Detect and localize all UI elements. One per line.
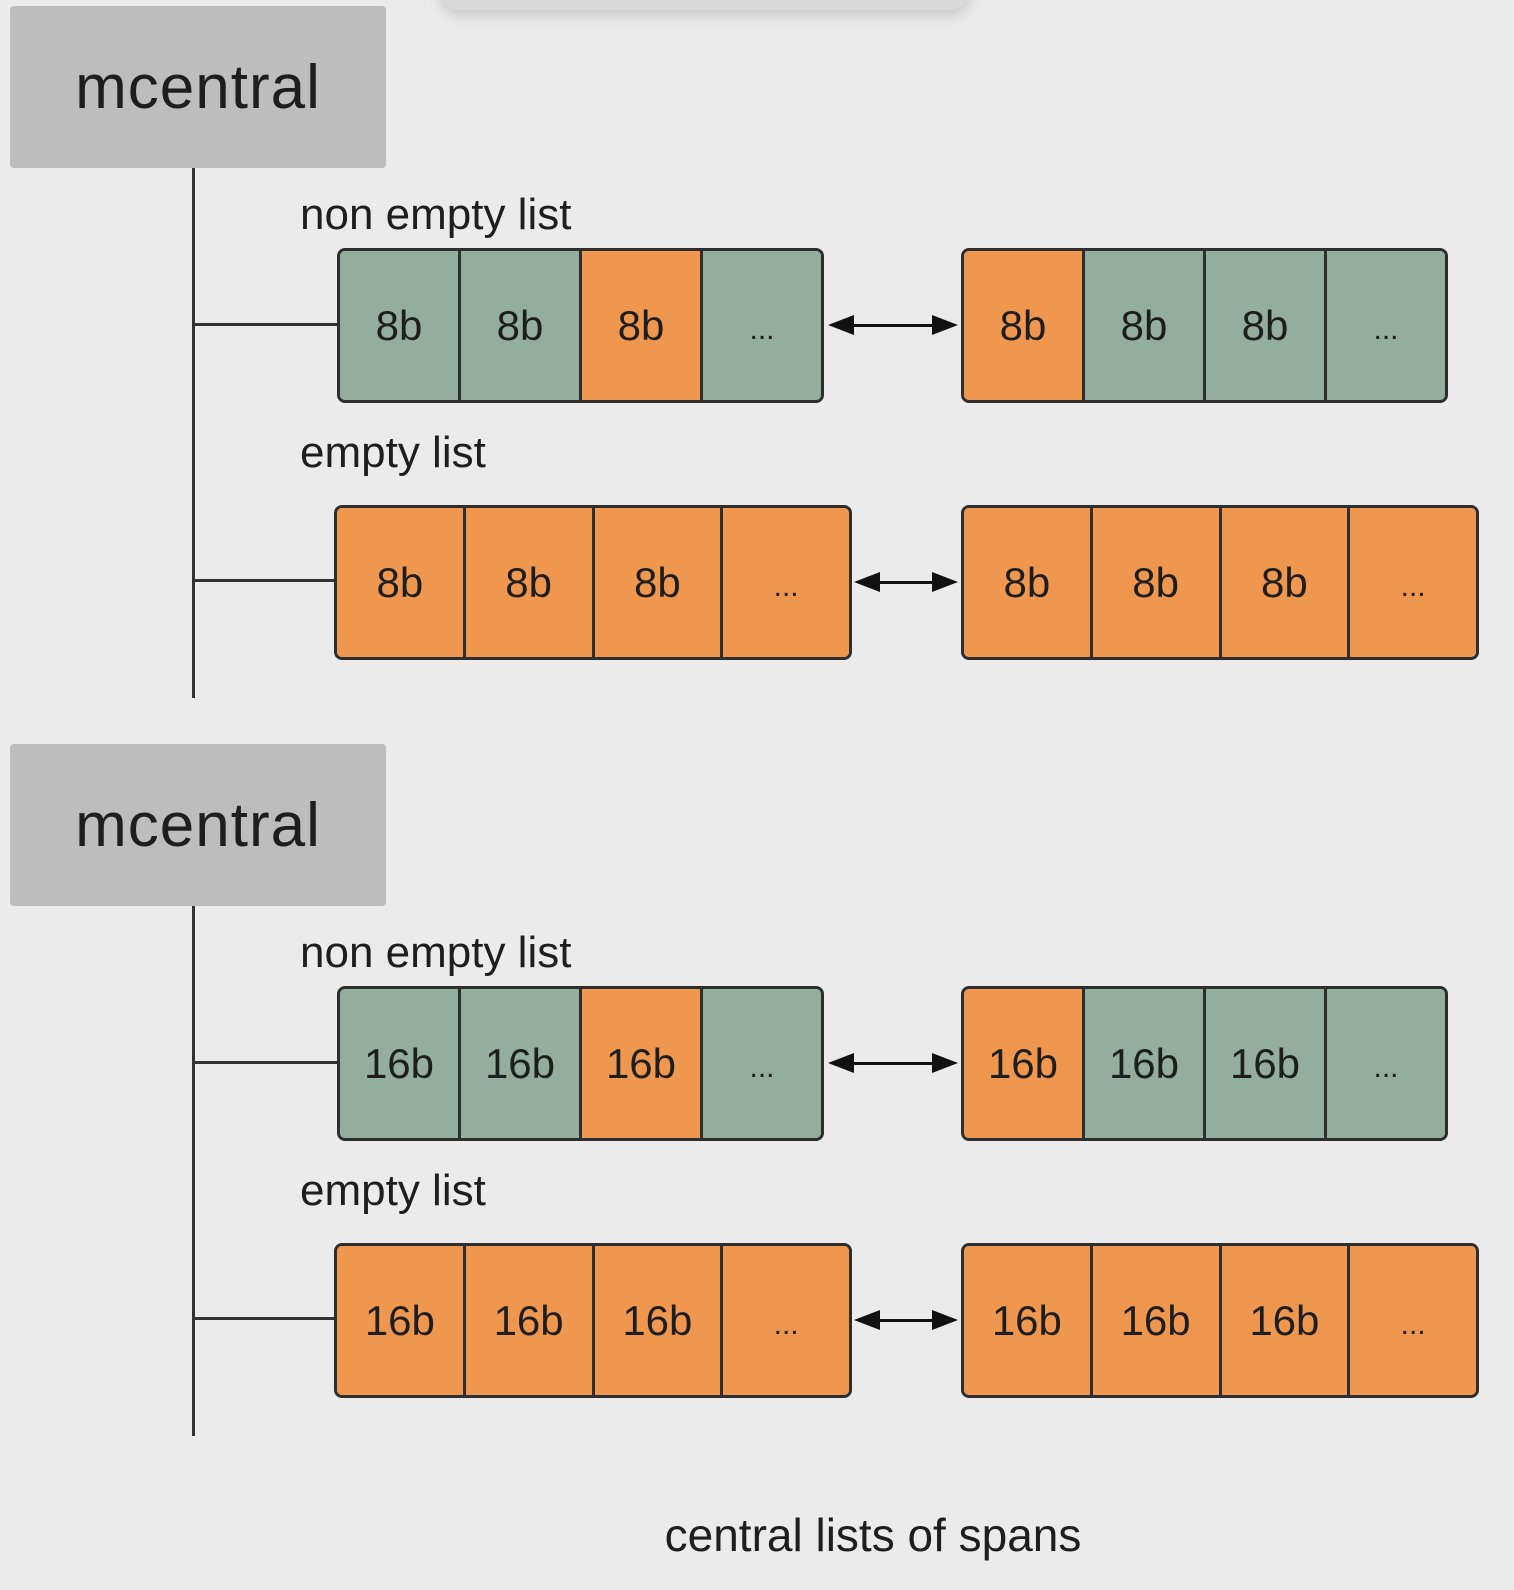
free-span-cell: ... [723, 1246, 849, 1395]
free-span-cell: 8b [594, 508, 724, 657]
free-span-cell: 16b [1092, 1246, 1222, 1395]
list-label: non empty list [300, 190, 572, 239]
branch-line [192, 579, 336, 582]
bidirectional-arrow-icon [854, 572, 958, 592]
diagram-caption: central lists of spans [664, 1509, 1082, 1561]
free-span-cell: 8b [964, 251, 1085, 400]
list-label: empty list [300, 1166, 486, 1215]
branch-line [192, 1061, 338, 1064]
free-span-cell: 8b [582, 251, 703, 400]
free-span-cell: 8b [337, 508, 466, 657]
group-trunk-line [192, 906, 195, 1436]
free-span-cell: ... [1350, 1246, 1476, 1395]
free-span-cell: 16b [964, 989, 1085, 1138]
group-trunk-line [192, 168, 195, 698]
used-span-cell: 16b [461, 989, 582, 1138]
list-label: non empty list [300, 928, 572, 977]
used-span-cell: 16b [340, 989, 461, 1138]
branch-line [192, 323, 338, 326]
used-span-cell: 8b [461, 251, 582, 400]
used-span-cell: ... [1327, 251, 1445, 400]
free-span-cell: 16b [594, 1246, 724, 1395]
used-span-cell: 8b [1206, 251, 1327, 400]
used-span-cell: 8b [1085, 251, 1206, 400]
list-label: empty list [300, 428, 486, 477]
used-span-cell: 16b [1085, 989, 1206, 1138]
free-span-cell: ... [1350, 508, 1476, 657]
mcentral-box: mcentral [10, 744, 386, 906]
branch-line [192, 1317, 336, 1320]
free-span-cell: 16b [337, 1246, 466, 1395]
free-span-cell: 8b [964, 508, 1093, 657]
free-span-cell: 16b [964, 1246, 1093, 1395]
used-span-cell: 8b [340, 251, 461, 400]
free-span-cell: 16b [582, 989, 703, 1138]
bidirectional-arrow-icon [828, 1053, 958, 1073]
used-span-cell: ... [703, 989, 821, 1138]
used-span-cell: ... [1327, 989, 1445, 1138]
free-span-cell: 8b [1221, 508, 1351, 657]
top-decoration [440, 0, 970, 10]
free-span-cell: ... [723, 508, 849, 657]
free-span-cell: 16b [1221, 1246, 1351, 1395]
bidirectional-arrow-icon [854, 1310, 958, 1330]
mcentral-box: mcentral [10, 6, 386, 168]
bidirectional-arrow-icon [828, 315, 958, 335]
free-span-cell: 8b [465, 508, 595, 657]
free-span-cell: 8b [1092, 508, 1222, 657]
used-span-cell: ... [703, 251, 821, 400]
free-span-cell: 16b [465, 1246, 595, 1395]
used-span-cell: 16b [1206, 989, 1327, 1138]
